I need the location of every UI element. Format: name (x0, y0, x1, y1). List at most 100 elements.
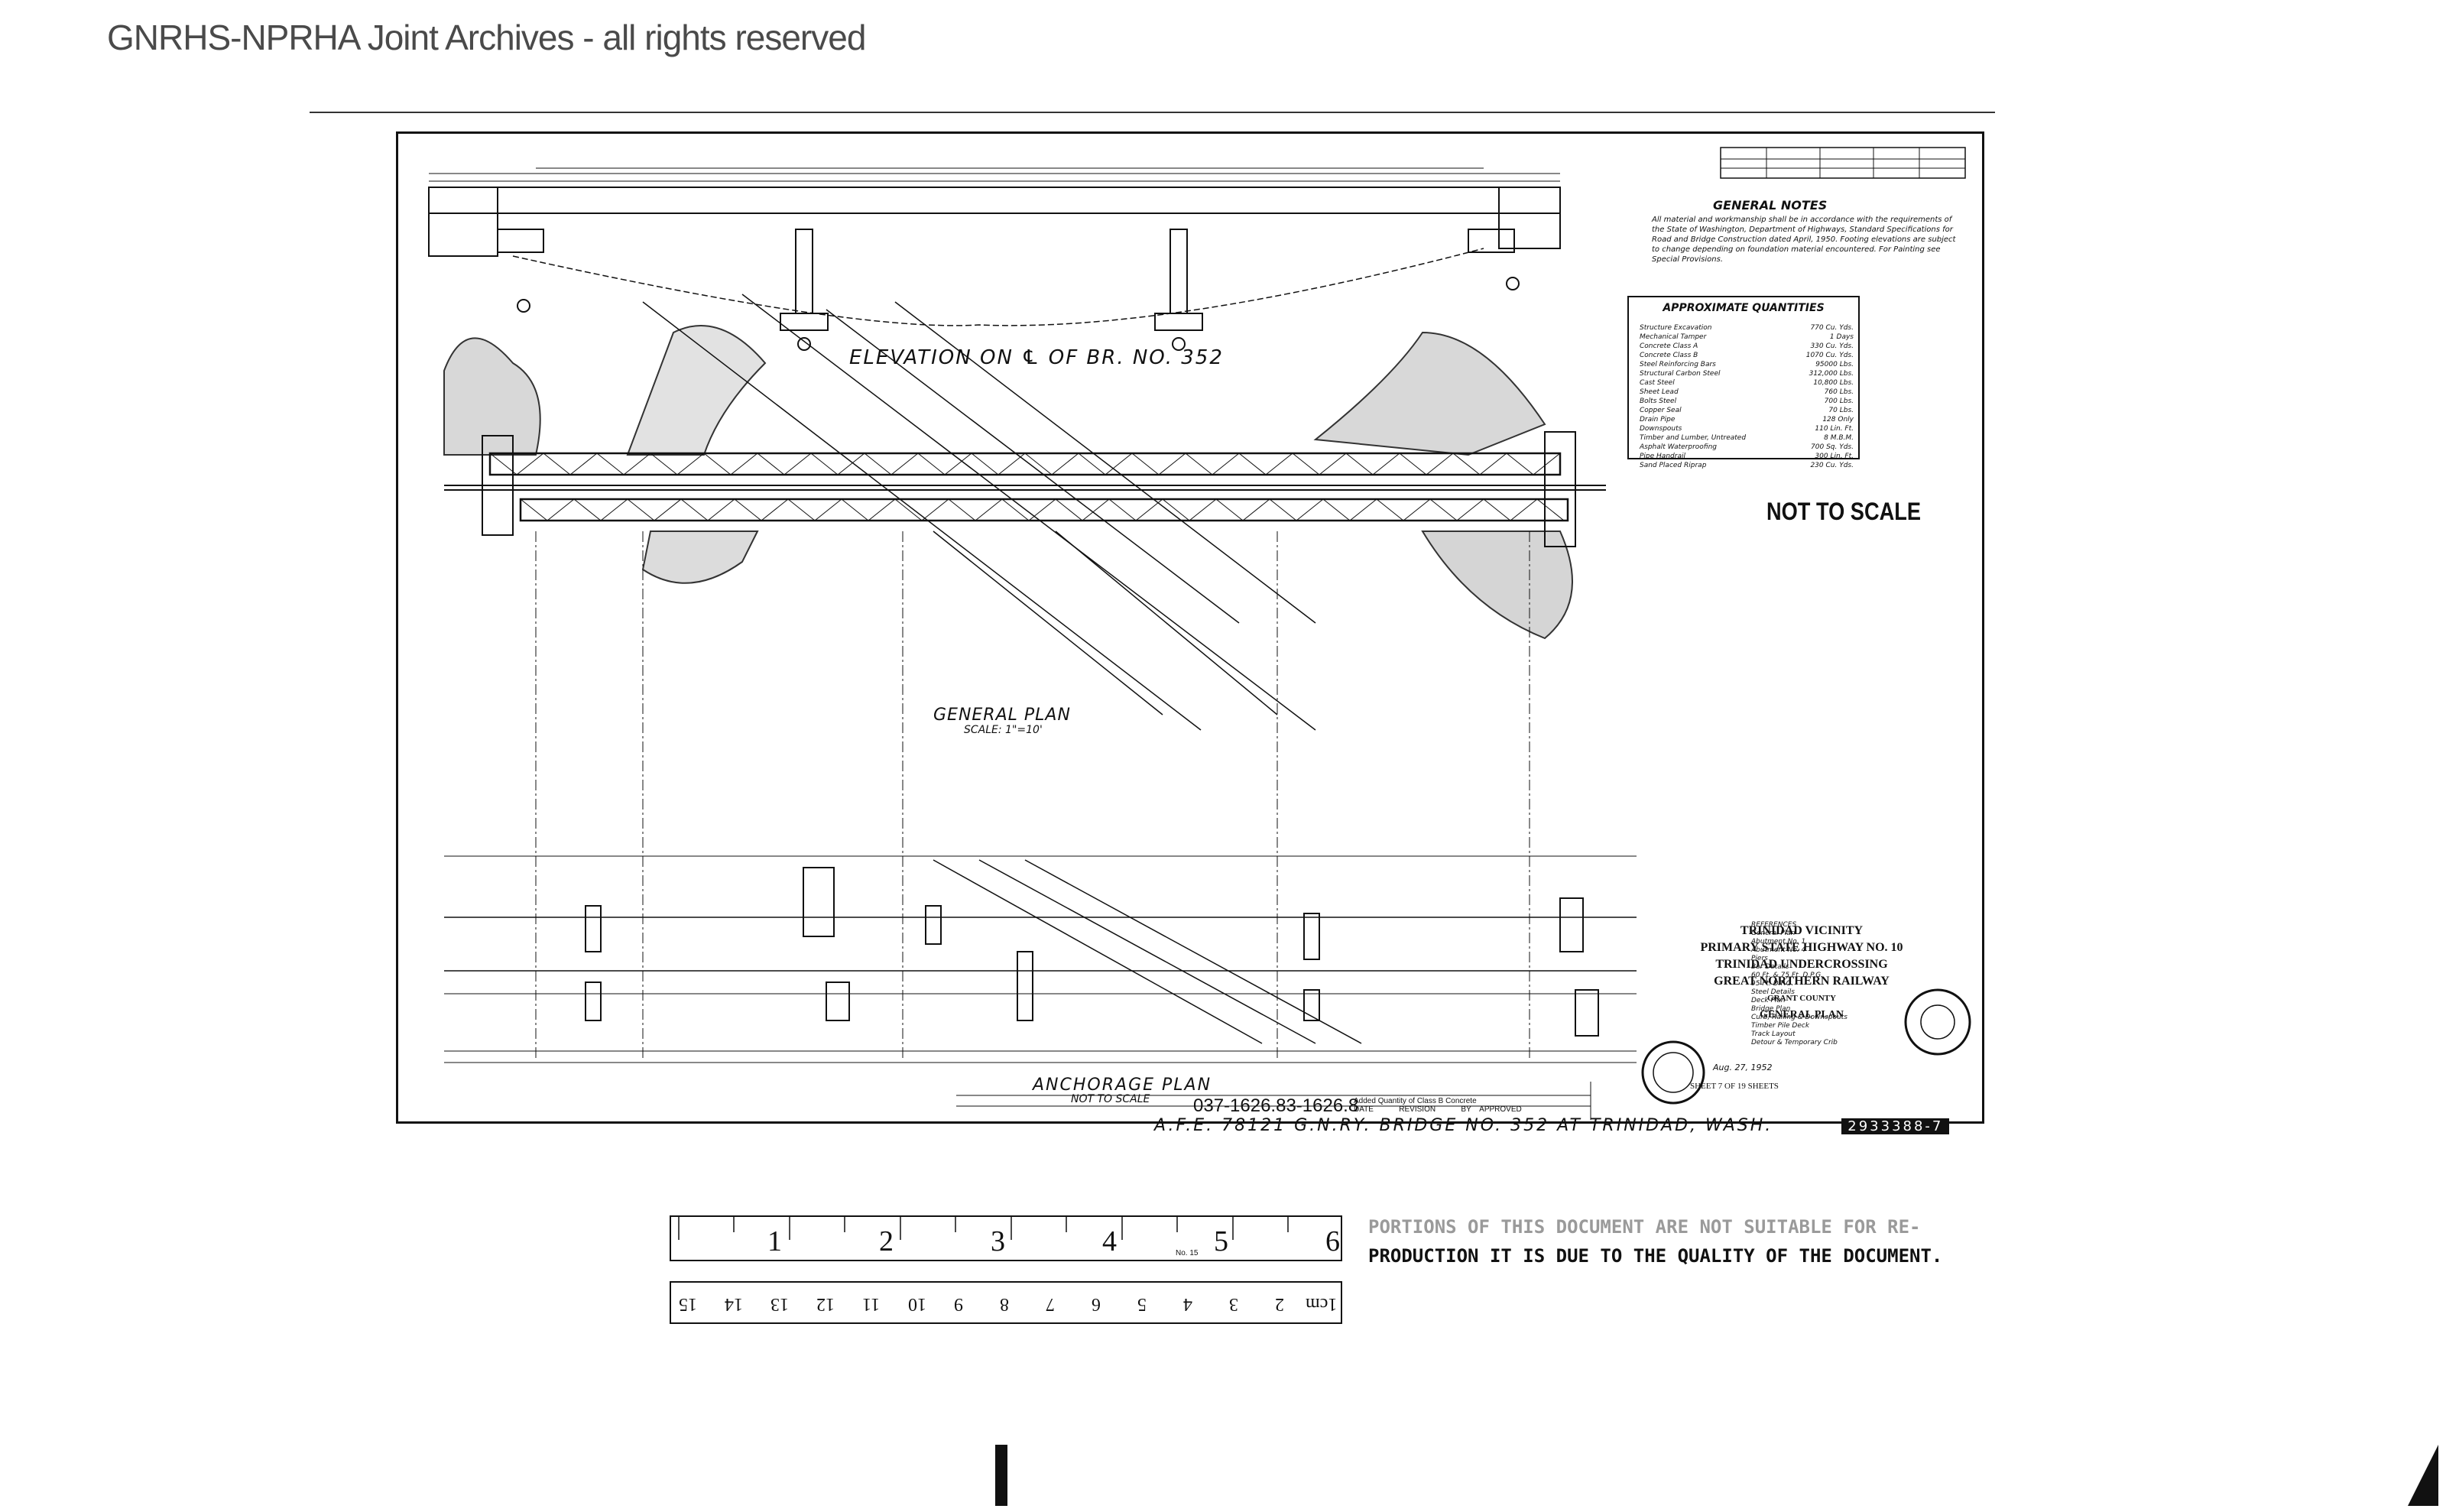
references-list: REFERENCES General Plan Abutment No. 1 A… (1751, 921, 1847, 1047)
reference-item: Abutment No. 4 (1751, 946, 1806, 954)
scan-mark (995, 1445, 1007, 1506)
bridge-drawing (428, 147, 1971, 1120)
reference-item: Detour & Temporary Crib (1751, 1039, 1838, 1046)
quality-notice: PORTIONS OF THIS DOCUMENT ARE NOT SUITAB… (1368, 1212, 1942, 1270)
title-line: PRIMARY STATE HIGHWAY NO. 10 (1700, 941, 1903, 954)
archive-watermark: GNRHS-NPRHA Joint Archives - all rights … (107, 18, 866, 57)
plan-girder-2 (519, 498, 1569, 522)
rev-col-date: DATE (1354, 1105, 1374, 1114)
title-line: TRINIDAD VICINITY (1740, 924, 1864, 937)
revision-table: Added Quantity of Class B Concrete DATE … (1354, 1097, 1522, 1114)
abutment-1 (428, 187, 498, 257)
pier-2 (795, 229, 813, 314)
ruler-inches: 1 2 3 4 5 6 No. 15 (670, 1215, 1342, 1261)
quantities-table: APPROXIMATE QUANTITIES Structure Excavat… (1627, 296, 1860, 469)
quality-notice-line-2: PRODUCTION IT IS DUE TO THE QUALITY OF T… (1368, 1245, 1943, 1267)
reference-item: Curb, Railing & Downspouts (1751, 1014, 1847, 1021)
ruler-number: 13 (770, 1294, 789, 1314)
ruler-number: 9 (954, 1294, 963, 1314)
reference-item: Bar Details (1751, 963, 1789, 971)
reference-item: Bridge Plan (1751, 1005, 1791, 1013)
general-notes-title: GENERAL NOTES (1713, 198, 1828, 213)
title-line: TRINIDAD UNDERCROSSING (1715, 958, 1888, 971)
bridge-caption: A.F.E. 78121 G.N.RY. BRIDGE NO. 352 AT T… (1154, 1116, 1950, 1135)
revision-note: Added Quantity of Class B Concrete (1354, 1097, 1477, 1105)
state-seal (1904, 988, 1971, 1056)
ruler-number: 6 (1325, 1225, 1340, 1257)
general-notes-body: All material and workmanship shall be in… (1652, 216, 1956, 264)
drawing-sheet: ELEVATION ON ℄ OF BR. NO. 352 GENERAL PL… (396, 131, 1984, 1124)
ruler-number: 3 (1229, 1294, 1238, 1314)
girder-elevation (428, 187, 1561, 214)
anchorage-plan-title: ANCHORAGE PLAN (1033, 1076, 1212, 1095)
anchorage-plan-scale: NOT TO SCALE (1071, 1093, 1150, 1105)
ruler-ticks-top (678, 1217, 1289, 1240)
reference-item: Piers (1751, 955, 1768, 962)
reference-item: Steel Details (1751, 988, 1795, 996)
ruler-number: 2 (1275, 1294, 1284, 1314)
ruler-number: 6 (1092, 1294, 1101, 1314)
general-plan-title: GENERAL PLAN (933, 706, 1071, 725)
approval-date: Aug. 27, 1952 (1713, 1063, 1773, 1072)
rev-col-approved: APPROVED (1479, 1105, 1522, 1114)
title-line: GENERAL PLAN (1759, 1009, 1844, 1020)
ruler-number: 5 (1214, 1225, 1228, 1257)
reference-item: 60 Ft. & 75 Ft. D.P.G. (1751, 972, 1824, 979)
quality-notice-line-1: PORTIONS OF THIS DOCUMENT ARE NOT SUITAB… (1368, 1216, 1921, 1238)
ruler-number: 4 (1102, 1225, 1117, 1257)
not-to-scale-label: NOT TO SCALE (1766, 498, 1921, 525)
ruler-number: 5 (1137, 1294, 1147, 1314)
rev-col-by: BY (1461, 1105, 1471, 1114)
ruler-number: 3 (991, 1225, 1005, 1257)
ruler-label: No. 15 (1176, 1249, 1199, 1257)
stamp-number: 2933388-7 (1841, 1118, 1950, 1134)
ruler-centimeters: 15 14 13 12 11 10 9 8 7 6 5 4 3 2 1cm (670, 1281, 1342, 1324)
corner-mark (2408, 1445, 2438, 1506)
sheet-number: SHEET 7 OF 19 SHEETS (1690, 1082, 1779, 1091)
ruler-number: 4 (1183, 1294, 1192, 1314)
reference-item: General Plan (1751, 930, 1796, 937)
top-rule (310, 112, 1995, 113)
ruler-number: 14 (725, 1294, 743, 1314)
elevation-title: ELEVATION ON ℄ OF BR. NO. 352 (849, 346, 1224, 369)
plan-girder-1 (488, 452, 1562, 476)
ruler-number: 10 (908, 1294, 926, 1314)
quantities-title: APPROXIMATE QUANTITIES (1663, 302, 1825, 314)
reference-item: 95 Ft. D.P.G. (1751, 980, 1794, 988)
ruler-number: 8 (1000, 1294, 1009, 1314)
pier-3 (1169, 229, 1188, 314)
reference-item: Deck Plan (1751, 997, 1786, 1004)
rev-col-revision: REVISION (1399, 1105, 1436, 1114)
references-title: REFERENCES (1751, 921, 1797, 929)
reference-item: Timber Pile Deck (1751, 1022, 1810, 1030)
ruler-number: 2 (879, 1225, 894, 1257)
reference-item: Abutment No. 1 (1751, 938, 1806, 946)
title-block: TRINIDAD VICINITY PRIMARY STATE HIGHWAY … (1687, 923, 1916, 1024)
abutment-4 (1498, 187, 1561, 249)
engineer-seal (1641, 1040, 1705, 1105)
ruler-number: 7 (1046, 1294, 1055, 1314)
ruler-number: 11 (862, 1294, 881, 1314)
ruler-number: 12 (816, 1294, 835, 1314)
title-line: GREAT NORTHERN RAILWAY (1714, 975, 1890, 988)
ruler-number: 1cm (1306, 1294, 1338, 1314)
general-plan-scale: SCALE: 1"=10' (964, 724, 1043, 736)
title-line: GRANT COUNTY (1767, 994, 1836, 1003)
